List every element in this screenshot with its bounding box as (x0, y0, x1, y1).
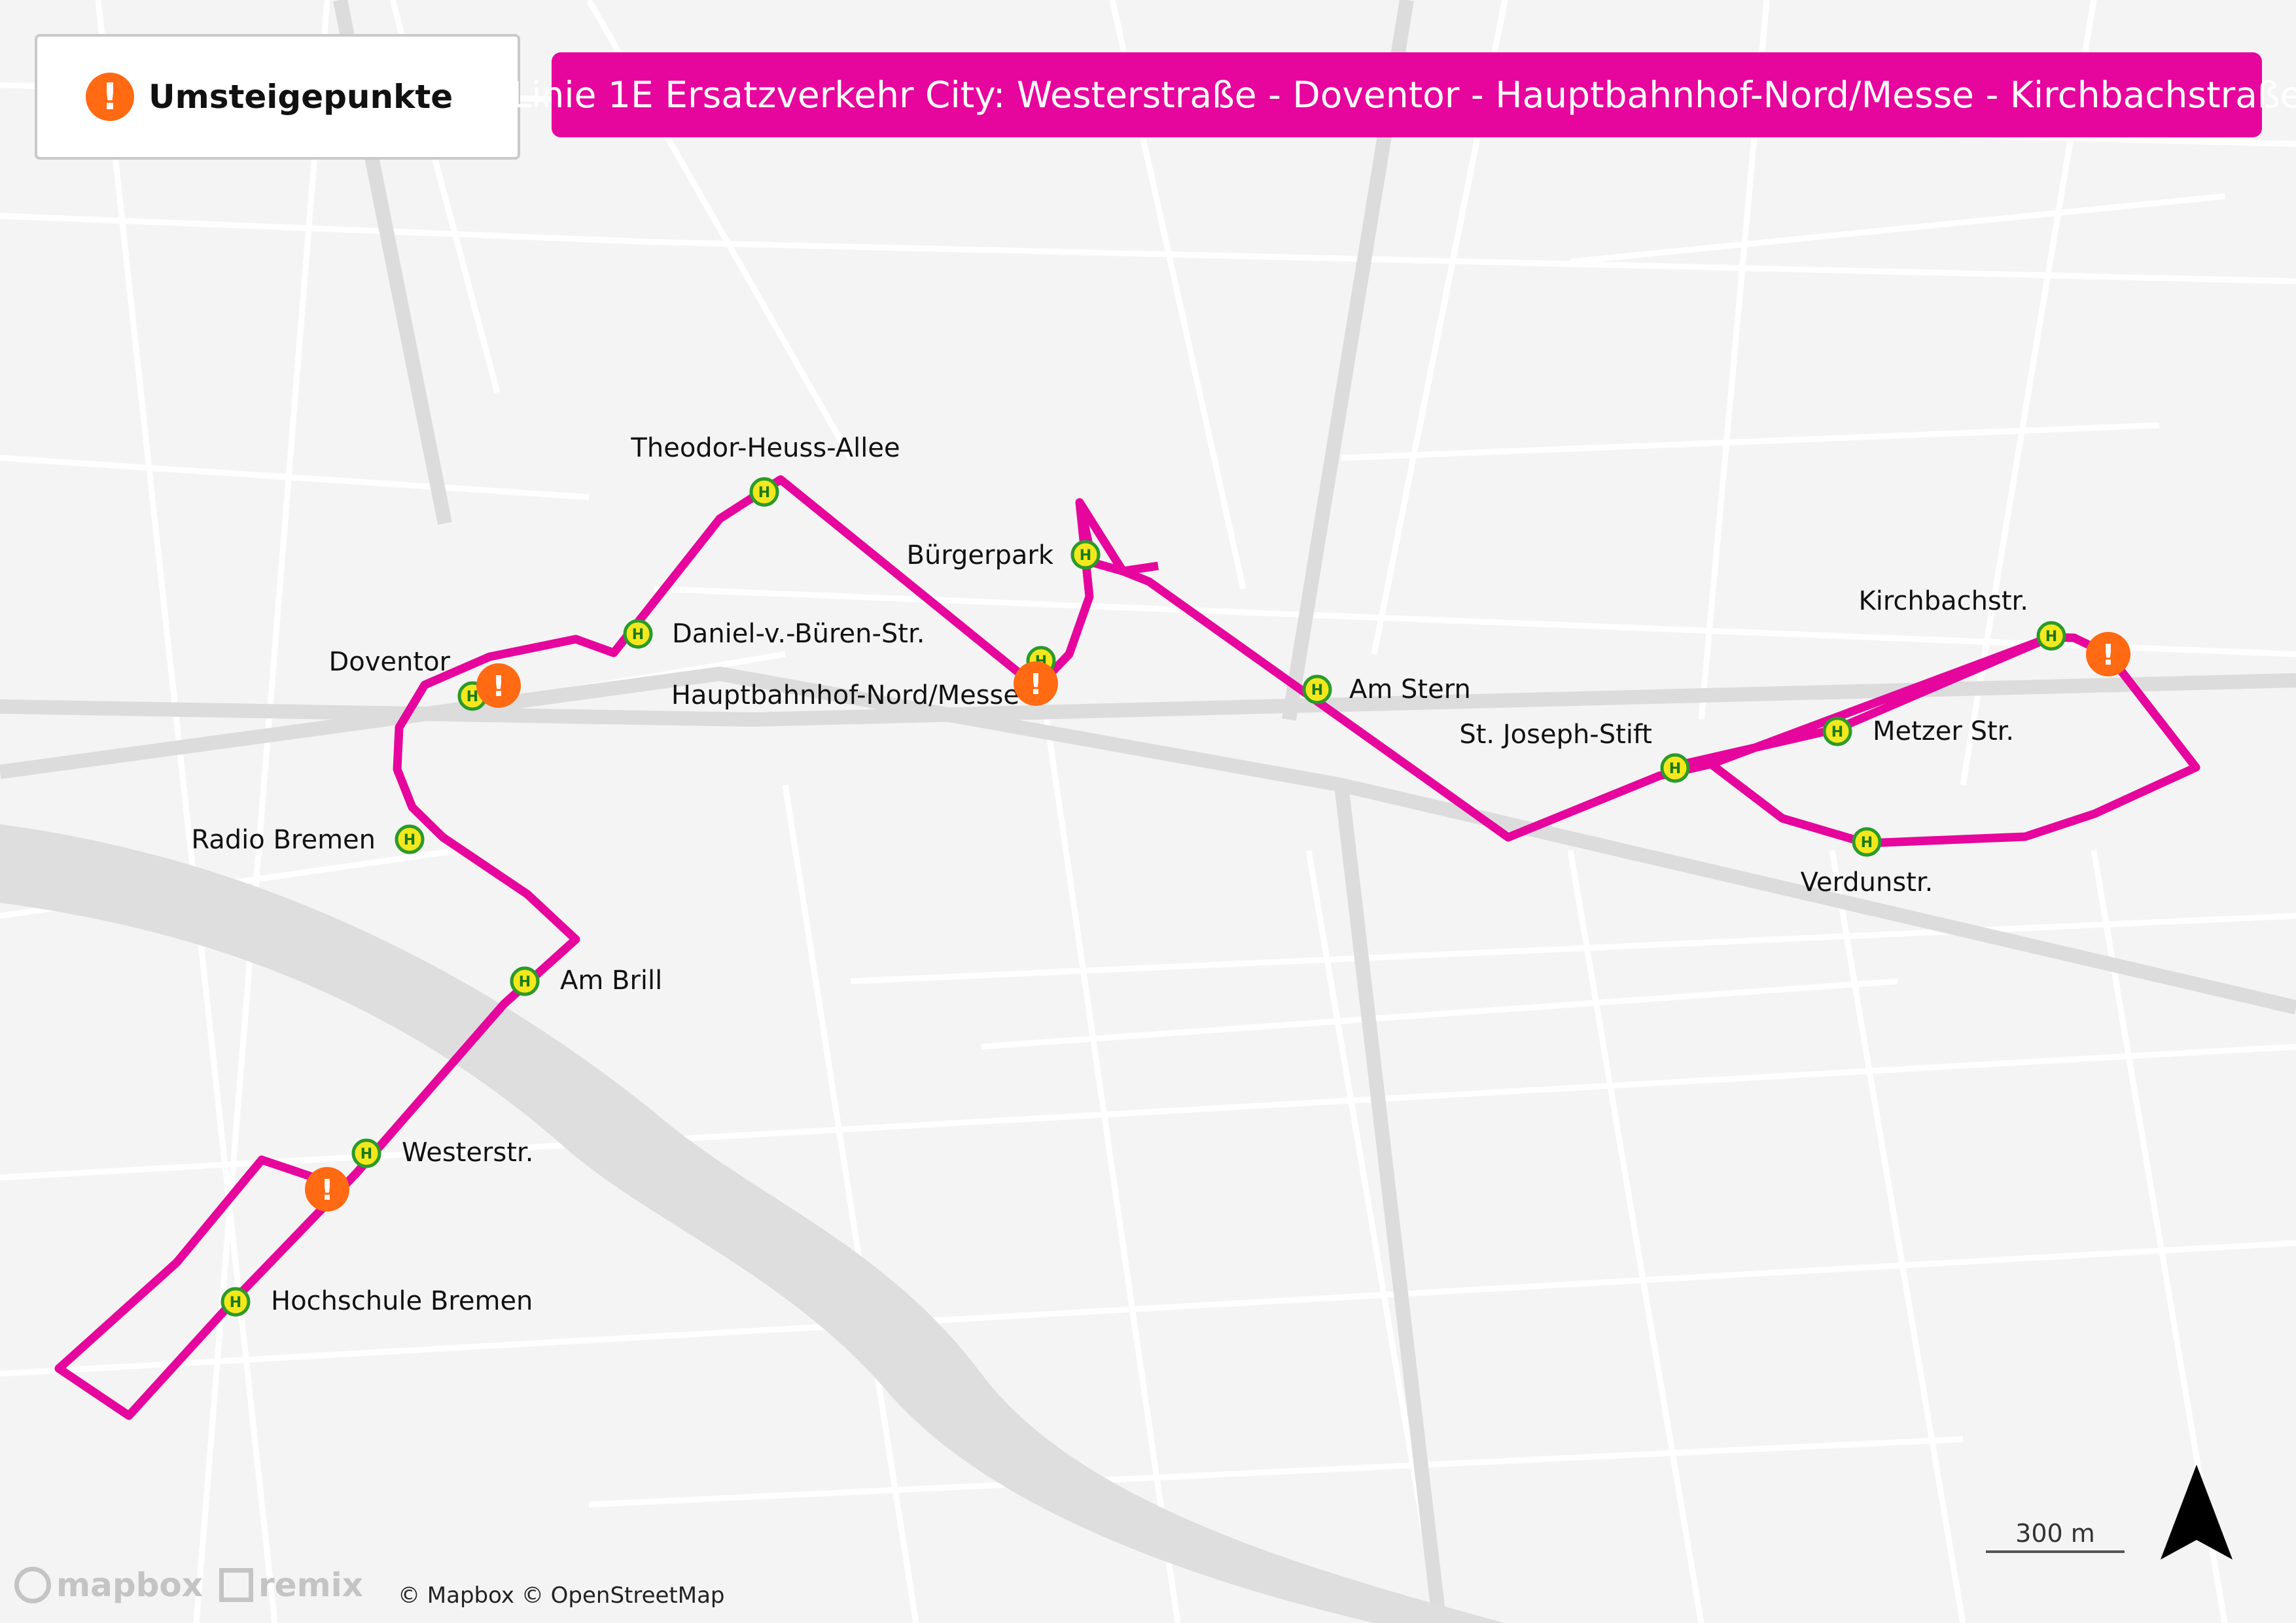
stop-symbol: H (1831, 724, 1843, 741)
river-weser (0, 824, 1505, 1623)
stop-label: Doventor (328, 647, 450, 677)
stop-symbol: H (519, 974, 531, 990)
route-loop-west (56, 1155, 316, 1372)
remix-logo[interactable]: remix (219, 1566, 363, 1604)
stop-label: Westerstr. (402, 1138, 533, 1168)
stop-symbol: H (404, 832, 415, 848)
stop-symbol: H (2045, 629, 2057, 645)
warning-glyph: ! (321, 1174, 334, 1207)
stop-label: Kirchbachstr. (1858, 586, 2028, 616)
stop-symbol: H (1080, 548, 1091, 564)
stop-symbol: H (632, 627, 644, 643)
warning-glyph: ! (1029, 668, 1042, 701)
north-arrow-icon (2161, 1465, 2233, 1560)
stop-theodor[interactable]: H Theodor-Heuss-Allee (630, 433, 900, 507)
stop-kirchbach[interactable]: H Kirchbachstr. (1858, 586, 2066, 651)
mapbox-logo-icon (14, 1567, 51, 1603)
transfer-wester[interactable]: ! (305, 1167, 349, 1212)
stop-hochschule[interactable]: H Hochschule Bremen (221, 1286, 533, 1317)
stop-label: Am Stern (1349, 674, 1471, 705)
stop-metzer[interactable]: H Metzer Str. (1822, 716, 2014, 746)
mapbox-logo[interactable]: mapbox (14, 1566, 203, 1604)
stop-label: Daniel-v.-Büren-Str. (672, 619, 925, 649)
stop-symbol: H (361, 1146, 372, 1162)
stop-label: Theodor-Heuss-Allee (630, 433, 900, 463)
route-loop-buergerpark (1075, 501, 1159, 576)
warning-glyph: ! (2102, 638, 2115, 672)
stop-symbol: H (467, 689, 478, 705)
stop-label: Radio Bremen (191, 825, 376, 855)
warning-circle-icon (476, 663, 521, 708)
stop-symbol: H (1311, 682, 1323, 699)
stop-label: St. Joseph-Stift (1459, 720, 1652, 750)
warning-circle-icon (305, 1167, 349, 1212)
stop-label: Bürgerpark (907, 540, 1054, 570)
stop-label: Verdunstr. (1801, 867, 1934, 898)
stop-label: Hochschule Bremen (271, 1286, 533, 1316)
route-line (54, 475, 2200, 1420)
warning-glyph: ! (492, 670, 505, 703)
warning-circle-icon (1014, 661, 1058, 706)
warning-circle-icon (2086, 632, 2130, 676)
transfer-doventor[interactable]: ! (476, 663, 521, 708)
mapbox-logo-text: mapbox (56, 1566, 203, 1604)
scale-bar: 300 m (1986, 1519, 2125, 1553)
legend-label: Umsteigepunkte (149, 78, 453, 116)
stop-radio[interactable]: H Radio Bremen (191, 824, 425, 855)
stop-symbol: H (1861, 835, 1873, 851)
line-title-banner: Linie 1E Ersatzverkehr City: Westerstraß… (512, 52, 2296, 137)
stop-doventor[interactable]: H Doventor (328, 647, 487, 711)
stop-symbol: H (1669, 761, 1681, 777)
stop-label: Metzer Str. (1873, 716, 2014, 746)
legend-box: ! Umsteigepunkte (35, 34, 520, 160)
stop-wester[interactable]: H Westerstr. (351, 1138, 533, 1168)
stop-verdun[interactable]: H Verdunstr. (1801, 827, 1934, 898)
stop-amstern[interactable]: H Am Stern (1302, 674, 1471, 705)
warning-circle-icon: ! (86, 73, 134, 121)
stop-buergerpark[interactable]: H Bürgerpark (907, 540, 1101, 570)
stop-joseph[interactable]: H St. Joseph-Stift (1459, 720, 1690, 783)
stop-daniel[interactable]: H Daniel-v.-Büren-Str. (623, 619, 925, 649)
transfer-kirchbach[interactable]: ! (2086, 632, 2130, 676)
stop-brill[interactable]: H Am Brill (510, 966, 662, 996)
stop-label: Am Brill (560, 966, 662, 996)
remix-logo-text: remix (258, 1566, 364, 1604)
stop-label: Hauptbahnhof-Nord/Messe (671, 680, 1019, 710)
map-attribution[interactable]: © Mapbox © OpenStreetMap (398, 1582, 725, 1609)
remix-logo-icon (219, 1568, 253, 1602)
transfer-hbf[interactable]: ! (1014, 661, 1058, 706)
stop-symbol: H (758, 485, 770, 501)
stop-symbol: H (230, 1295, 241, 1311)
